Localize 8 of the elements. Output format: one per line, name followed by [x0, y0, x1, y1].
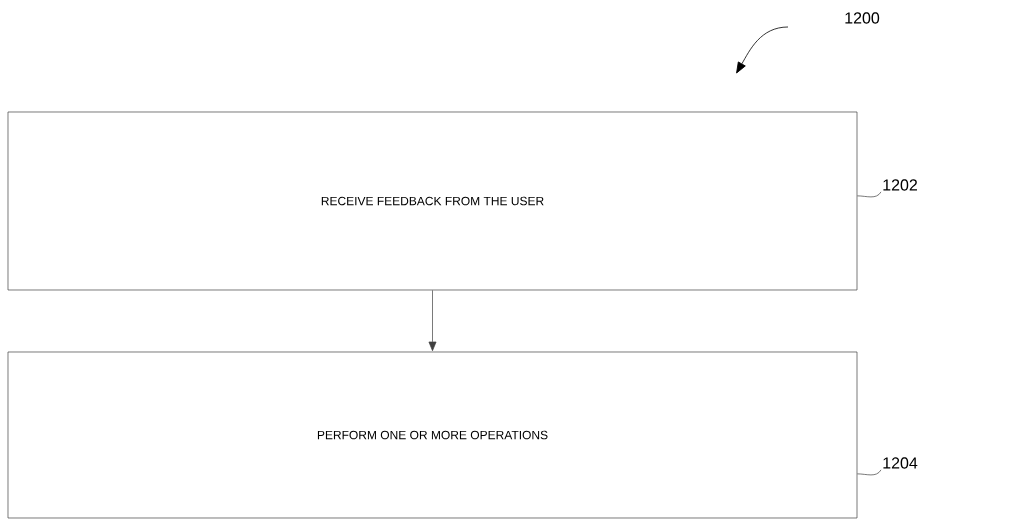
reference-number: 1204	[883, 457, 918, 469]
leader-line	[857, 469, 882, 476]
process-box: RECEIVE FEEDBACK FROM THE USER	[7, 111, 858, 291]
leader-line	[857, 191, 882, 198]
arrow	[428, 290, 437, 352]
reference-number: 1202	[883, 179, 917, 191]
reference-number: 1200	[845, 12, 880, 24]
process-box: PERFORM ONE OR MORE OPERATIONS	[7, 351, 858, 519]
